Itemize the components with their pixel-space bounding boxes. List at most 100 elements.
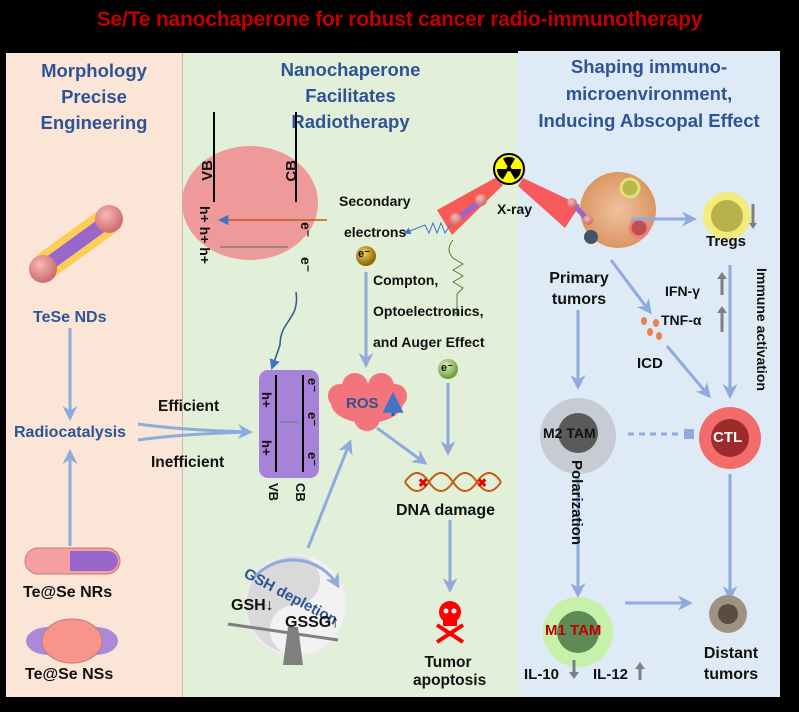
panel-morphology bbox=[6, 53, 183, 697]
efficient-label: Efficient bbox=[158, 398, 220, 415]
dna-damage-label: DNA damage bbox=[396, 502, 495, 519]
heading-line: Radiotherapy bbox=[291, 111, 410, 132]
holes-label-top: h+ h+ h+ bbox=[197, 206, 213, 264]
distant-tumors-label: Distant tumors bbox=[697, 643, 765, 685]
distant-tumor-cell-icon bbox=[709, 595, 747, 633]
secondary-electrons-label-line2: electrons bbox=[344, 224, 407, 240]
gssg-label: GSSG↑ bbox=[285, 614, 340, 631]
icd-particles-icon bbox=[641, 317, 662, 340]
svg-text:✖: ✖ bbox=[477, 476, 487, 490]
electron-gold-icon bbox=[356, 246, 376, 266]
m1-tam-label: M1 TAM bbox=[545, 622, 602, 639]
electron-label-bottom: e⁻ bbox=[305, 412, 320, 427]
vb-label-top: VB bbox=[199, 160, 216, 181]
heading-line: microenvironment, bbox=[565, 83, 733, 104]
ctl-cell-icon bbox=[699, 407, 761, 469]
tregs-label: Tregs bbox=[706, 233, 747, 250]
effects-label-line2: Optoelectronics, bbox=[373, 303, 484, 319]
distant-tumors-line2: tumors bbox=[703, 666, 759, 683]
immune-activation-line2: activation bbox=[754, 325, 770, 391]
heading-line: Engineering bbox=[40, 112, 148, 133]
ctl-label: CTL bbox=[713, 429, 743, 446]
electron-label-top: e⁻ bbox=[298, 257, 314, 273]
heading-line: Morphology bbox=[41, 60, 147, 81]
heading-line: Facilitates bbox=[305, 85, 396, 106]
ros-label: ROS bbox=[346, 395, 379, 412]
skull-crossbones-icon bbox=[435, 601, 465, 644]
tumor-apoptosis-line2: apoptosis bbox=[413, 672, 487, 689]
xray-beam-right bbox=[518, 178, 580, 228]
icd-label: ICD bbox=[637, 355, 663, 372]
il12-label: IL-12 bbox=[593, 666, 629, 683]
holes-label-bottom: h+ bbox=[259, 440, 274, 456]
middle-panel-heading: Nanochaperone Facilitates Radiotherapy bbox=[183, 57, 518, 135]
cb-label-top: CB bbox=[283, 160, 300, 182]
arrow-gsh-to-ros bbox=[306, 439, 353, 549]
figure-title: Se/Te nanochaperone for robust cancer ra… bbox=[96, 8, 703, 31]
tese-nds-label: TeSe NDs bbox=[33, 309, 107, 326]
heading-line: Inducing Abscopal Effect bbox=[538, 110, 760, 131]
primary-tumors-label: Primary tumors bbox=[540, 268, 618, 310]
xray-label: X-ray bbox=[497, 201, 533, 217]
holes-label-bottom: h+ bbox=[259, 392, 274, 408]
heading-line: Precise bbox=[61, 86, 127, 107]
effects-label-line1: Compton, bbox=[373, 272, 439, 288]
immune-activation-label: Immune activation bbox=[754, 268, 770, 391]
te-se-ns-sphere-icon bbox=[26, 618, 118, 664]
ros-cloud bbox=[328, 373, 407, 431]
electron-symbol-gold: e⁻ bbox=[358, 248, 370, 260]
il10-down-arrow-icon bbox=[569, 660, 579, 679]
tumor-apoptosis-line1: Tumor bbox=[424, 654, 472, 671]
electron-green-icon bbox=[438, 359, 458, 379]
electron-label-bottom: e⁻ bbox=[305, 378, 320, 393]
m2-tam-label: M2 TAM bbox=[543, 425, 596, 441]
m2-tam-cell-icon bbox=[540, 398, 616, 474]
band-diagram-bottom bbox=[259, 370, 319, 478]
tumor-apoptosis-label: Tumor apoptosis bbox=[413, 654, 487, 690]
heading-line: Nanochaperone bbox=[280, 59, 421, 80]
primary-tumor-cell-icon bbox=[567, 172, 656, 248]
te-se-nrs-label: Te@Se NRs bbox=[23, 584, 113, 601]
arrow-ros-to-dna bbox=[376, 426, 428, 465]
polarization-label: Polarization bbox=[568, 460, 585, 546]
radiation-symbol-icon bbox=[493, 153, 525, 185]
tese-nd-dumbbell-icon bbox=[29, 205, 123, 283]
effects-label-line3: and Auger Effect bbox=[373, 334, 485, 350]
tregs-cell-icon bbox=[703, 192, 757, 240]
nanodumbbell-in-beam-left-icon bbox=[450, 194, 487, 225]
electron-label-top: e⁻ bbox=[298, 222, 314, 238]
arrow-icd-to-ctl bbox=[665, 345, 711, 399]
svg-text:✖: ✖ bbox=[418, 476, 428, 490]
compton-photon-path bbox=[448, 239, 464, 317]
inefficient-label: Inefficient bbox=[151, 454, 225, 471]
arrow-tumor-to-icd bbox=[609, 259, 652, 315]
right-panel-heading: Shaping immuno- microenvironment, Induci… bbox=[518, 53, 780, 134]
immune-activation-line1: Immune bbox=[754, 268, 770, 322]
cb-label-bottom: CB bbox=[293, 483, 308, 502]
left-panel-heading: Morphology Precise Engineering bbox=[6, 58, 182, 136]
vb-label-bottom: VB bbox=[266, 483, 281, 502]
secondary-electrons-label-line1: Secondary bbox=[339, 193, 411, 209]
ifn-gamma-label: IFN-γ bbox=[665, 283, 700, 299]
m1-tam-cell-icon bbox=[543, 597, 613, 667]
gsh-balance-icon bbox=[227, 553, 347, 665]
inefficient-arrow bbox=[137, 430, 251, 442]
inhibition-end-icon bbox=[684, 429, 694, 439]
gsh-label: GSH↓ bbox=[231, 597, 274, 614]
te-se-nr-rod-icon bbox=[24, 547, 121, 575]
electron-symbol-green: e⁻ bbox=[441, 362, 453, 374]
il12-up-arrow-icon bbox=[635, 662, 645, 680]
cytokine-up-arrows-icon bbox=[717, 272, 727, 332]
electron-label-bottom: e⁻ bbox=[305, 452, 320, 467]
heading-line: Shaping immuno- bbox=[570, 56, 728, 77]
band-diagram-top bbox=[182, 112, 327, 370]
te-se-nss-label: Te@Se NSs bbox=[25, 666, 114, 683]
efficient-arrow bbox=[137, 422, 253, 440]
distant-tumors-line1: Distant bbox=[703, 645, 759, 662]
tnf-alpha-label: TNF-α bbox=[661, 312, 702, 328]
radiocatalysis-label: Radiocatalysis bbox=[14, 424, 127, 441]
primary-tumors-line2: tumors bbox=[551, 291, 607, 308]
primary-tumors-line1: Primary bbox=[549, 270, 609, 287]
il10-label: IL-10 bbox=[524, 666, 560, 683]
